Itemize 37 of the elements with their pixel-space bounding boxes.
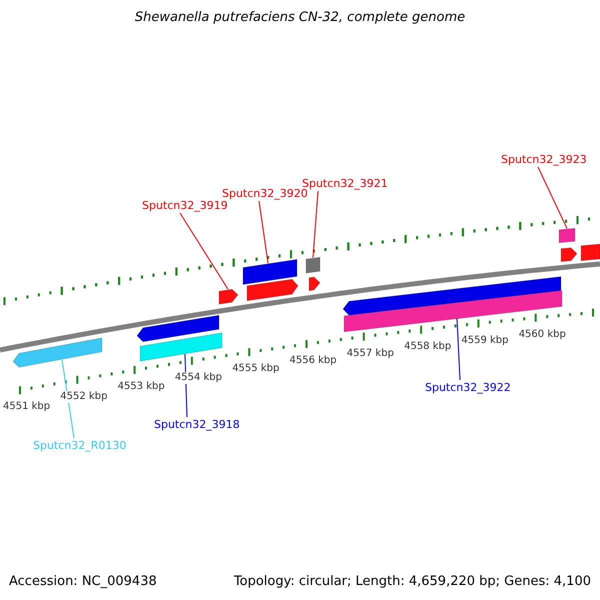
gene-feature	[560, 247, 578, 262]
gene-label: Sputcn32_3922	[425, 381, 511, 394]
scale-label: 4555 kbp	[232, 363, 276, 376]
gene-feature	[12, 338, 102, 368]
scale-label: 4560 kbp	[518, 329, 563, 342]
genome-info-text: Topology: circular; Length: 4,659,220 bp; Genes: 4,100	[234, 574, 591, 590]
leader-line	[312, 190, 318, 258]
gene-feature	[140, 332, 222, 362]
scale-label: 4557 kbp	[346, 348, 391, 360]
scale-label: 4551 kbp	[3, 401, 47, 414]
gene-feature	[242, 259, 298, 285]
scale-label: 4553 kbp	[118, 381, 162, 394]
gene-label: Sputcn32_3923	[501, 153, 587, 166]
gene-feature	[342, 276, 562, 316]
scale-label: 4556 kbp	[290, 355, 334, 368]
leader-line	[180, 212, 228, 290]
title: Shewanella putrefaciens CN-32, complete genome	[134, 10, 466, 26]
gene-feature	[218, 288, 238, 305]
gene-feature	[136, 314, 220, 342]
gene-feature	[580, 244, 600, 262]
gene-label: Sputcn32_3921	[302, 177, 388, 190]
gene-feature	[246, 278, 298, 302]
gene-feature	[308, 276, 320, 292]
scale-label: 4552 kbp	[60, 391, 104, 403]
gene-feature	[558, 228, 576, 244]
leader-line	[456, 318, 460, 380]
scale-label: 4554 kbp	[174, 372, 219, 384]
leader-line	[258, 200, 268, 264]
leader-line	[538, 166, 568, 230]
gene-feature	[306, 256, 320, 274]
scale-label: 4559 kbp	[461, 334, 506, 347]
gene-label: Sputcn32_3918	[154, 418, 240, 431]
scale-label: 4558 kbp	[404, 341, 448, 354]
gene-label: Sputcn32_3919	[142, 199, 228, 212]
gene-label: Sputcn32_3920	[222, 187, 308, 200]
gene-label: Sputcn32_R0130	[33, 439, 126, 452]
accession-text: Accession: NC_009438	[9, 574, 157, 590]
